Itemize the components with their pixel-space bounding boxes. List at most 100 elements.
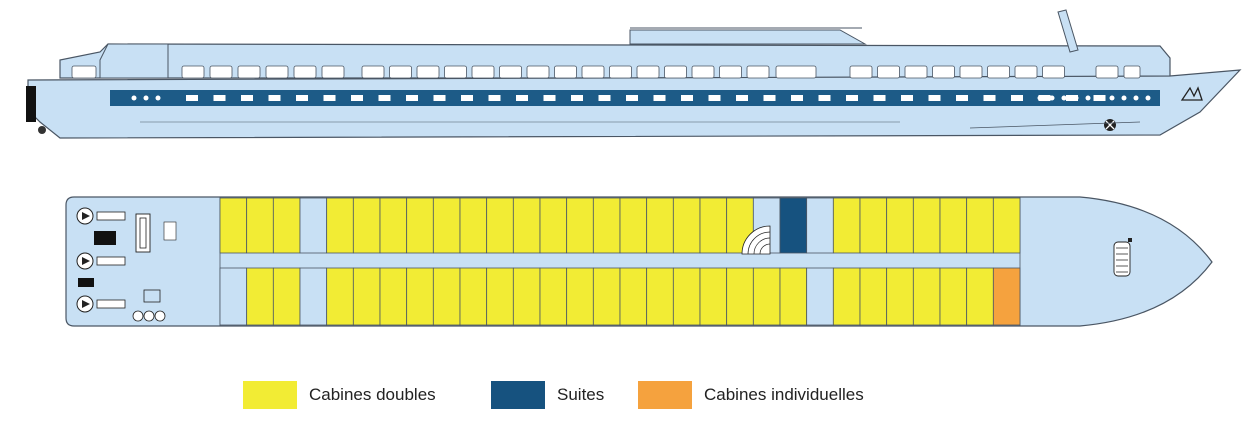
deck-window — [719, 65, 742, 79]
porthole-window — [351, 95, 363, 101]
cabin-double — [379, 197, 408, 254]
porthole-window — [461, 95, 473, 101]
bow-logo-icon — [1180, 86, 1203, 101]
cabin-double — [832, 197, 861, 254]
porthole-window — [406, 95, 418, 101]
staircase-icon — [741, 225, 771, 255]
deck-window — [293, 65, 317, 79]
deck-window — [636, 65, 660, 79]
deck-window — [209, 65, 233, 79]
cabin-double — [272, 267, 301, 326]
porthole-window — [213, 95, 226, 101]
cabin-double — [939, 197, 968, 254]
porthole-window — [1037, 95, 1043, 101]
porthole-window — [791, 95, 803, 101]
cabin-double — [752, 267, 781, 326]
cabin-double — [406, 197, 434, 254]
cabin-double — [219, 197, 248, 254]
porthole-window — [1085, 95, 1091, 101]
porthole-window — [488, 95, 501, 101]
bow-staircase-icon — [1113, 238, 1132, 277]
cabin-double — [566, 197, 594, 254]
deck-window — [904, 65, 928, 79]
deck-window — [526, 65, 550, 79]
legend-item-double: Cabines doubles — [243, 380, 436, 410]
deck-window — [932, 65, 955, 79]
porthole-window — [708, 95, 721, 101]
deck-plan — [65, 196, 1213, 327]
sun-deck-canopy — [629, 29, 867, 45]
deck-window — [389, 65, 412, 79]
porthole-window — [323, 95, 336, 101]
deck-window — [237, 65, 261, 79]
cabin-double — [326, 197, 354, 254]
deck-window — [775, 65, 817, 79]
cabin-double — [832, 267, 861, 326]
cabin-double — [406, 267, 434, 326]
porthole-window — [516, 95, 528, 101]
deck-window — [849, 65, 873, 79]
porthole-window — [653, 95, 666, 101]
porthole-window — [1145, 95, 1151, 101]
porthole-window — [1121, 95, 1127, 101]
cabin-double — [886, 197, 914, 254]
legend-swatch-double — [243, 381, 297, 409]
cabin-double — [512, 267, 541, 326]
mast — [1057, 9, 1079, 53]
cabin-double — [379, 267, 408, 326]
corridor-segment — [299, 197, 328, 254]
deck-window — [471, 65, 495, 79]
cabin-double — [246, 267, 274, 326]
deck-window — [321, 65, 345, 79]
deck-window — [691, 65, 715, 79]
cabin-double — [699, 197, 728, 254]
porthole-window — [268, 95, 281, 101]
deck-window — [1123, 65, 1141, 79]
deck-window — [877, 65, 900, 79]
legend-label-double: Cabines doubles — [309, 385, 436, 404]
cabin-double — [459, 267, 488, 326]
ship-side-profile — [26, 9, 1242, 139]
porthole-window — [143, 95, 149, 101]
cabin-double — [912, 267, 941, 326]
porthole-window — [873, 95, 886, 101]
deck-window — [1014, 65, 1038, 79]
deck-window — [987, 65, 1010, 79]
porthole-window — [681, 95, 693, 101]
cabin-double — [326, 267, 354, 326]
deck-window — [554, 65, 577, 79]
porthole-window — [901, 95, 913, 101]
deck-window — [664, 65, 687, 79]
legend-item-suite: Suites — [491, 380, 604, 410]
legend-swatch-single — [638, 381, 692, 409]
porthole-window — [186, 95, 198, 101]
corridor-segment — [806, 197, 834, 254]
porthole-window — [736, 95, 748, 101]
porthole-window — [1066, 95, 1078, 101]
porthole-window — [571, 95, 583, 101]
porthole-window — [818, 95, 831, 101]
porthole-window — [1073, 95, 1079, 101]
corridor-segment — [806, 267, 834, 326]
porthole-window — [155, 95, 161, 101]
cabin-double — [886, 267, 914, 326]
cabin-double — [432, 197, 461, 254]
cabin-double — [779, 267, 808, 326]
cabin-double — [646, 267, 674, 326]
cabin-double — [246, 197, 274, 254]
cabin-double — [512, 197, 541, 254]
deck-window — [181, 65, 205, 79]
porthole-window — [626, 95, 638, 101]
porthole-window — [1109, 95, 1115, 101]
cabin-double — [539, 267, 568, 326]
deck-window — [609, 65, 632, 79]
porthole-window — [543, 95, 556, 101]
porthole-window — [241, 95, 253, 101]
cabin-double — [432, 267, 461, 326]
porthole-window — [846, 95, 858, 101]
cabin-double — [272, 197, 301, 254]
corridor-segment — [299, 267, 328, 326]
deck-window — [499, 65, 522, 79]
cabin-double — [566, 267, 594, 326]
